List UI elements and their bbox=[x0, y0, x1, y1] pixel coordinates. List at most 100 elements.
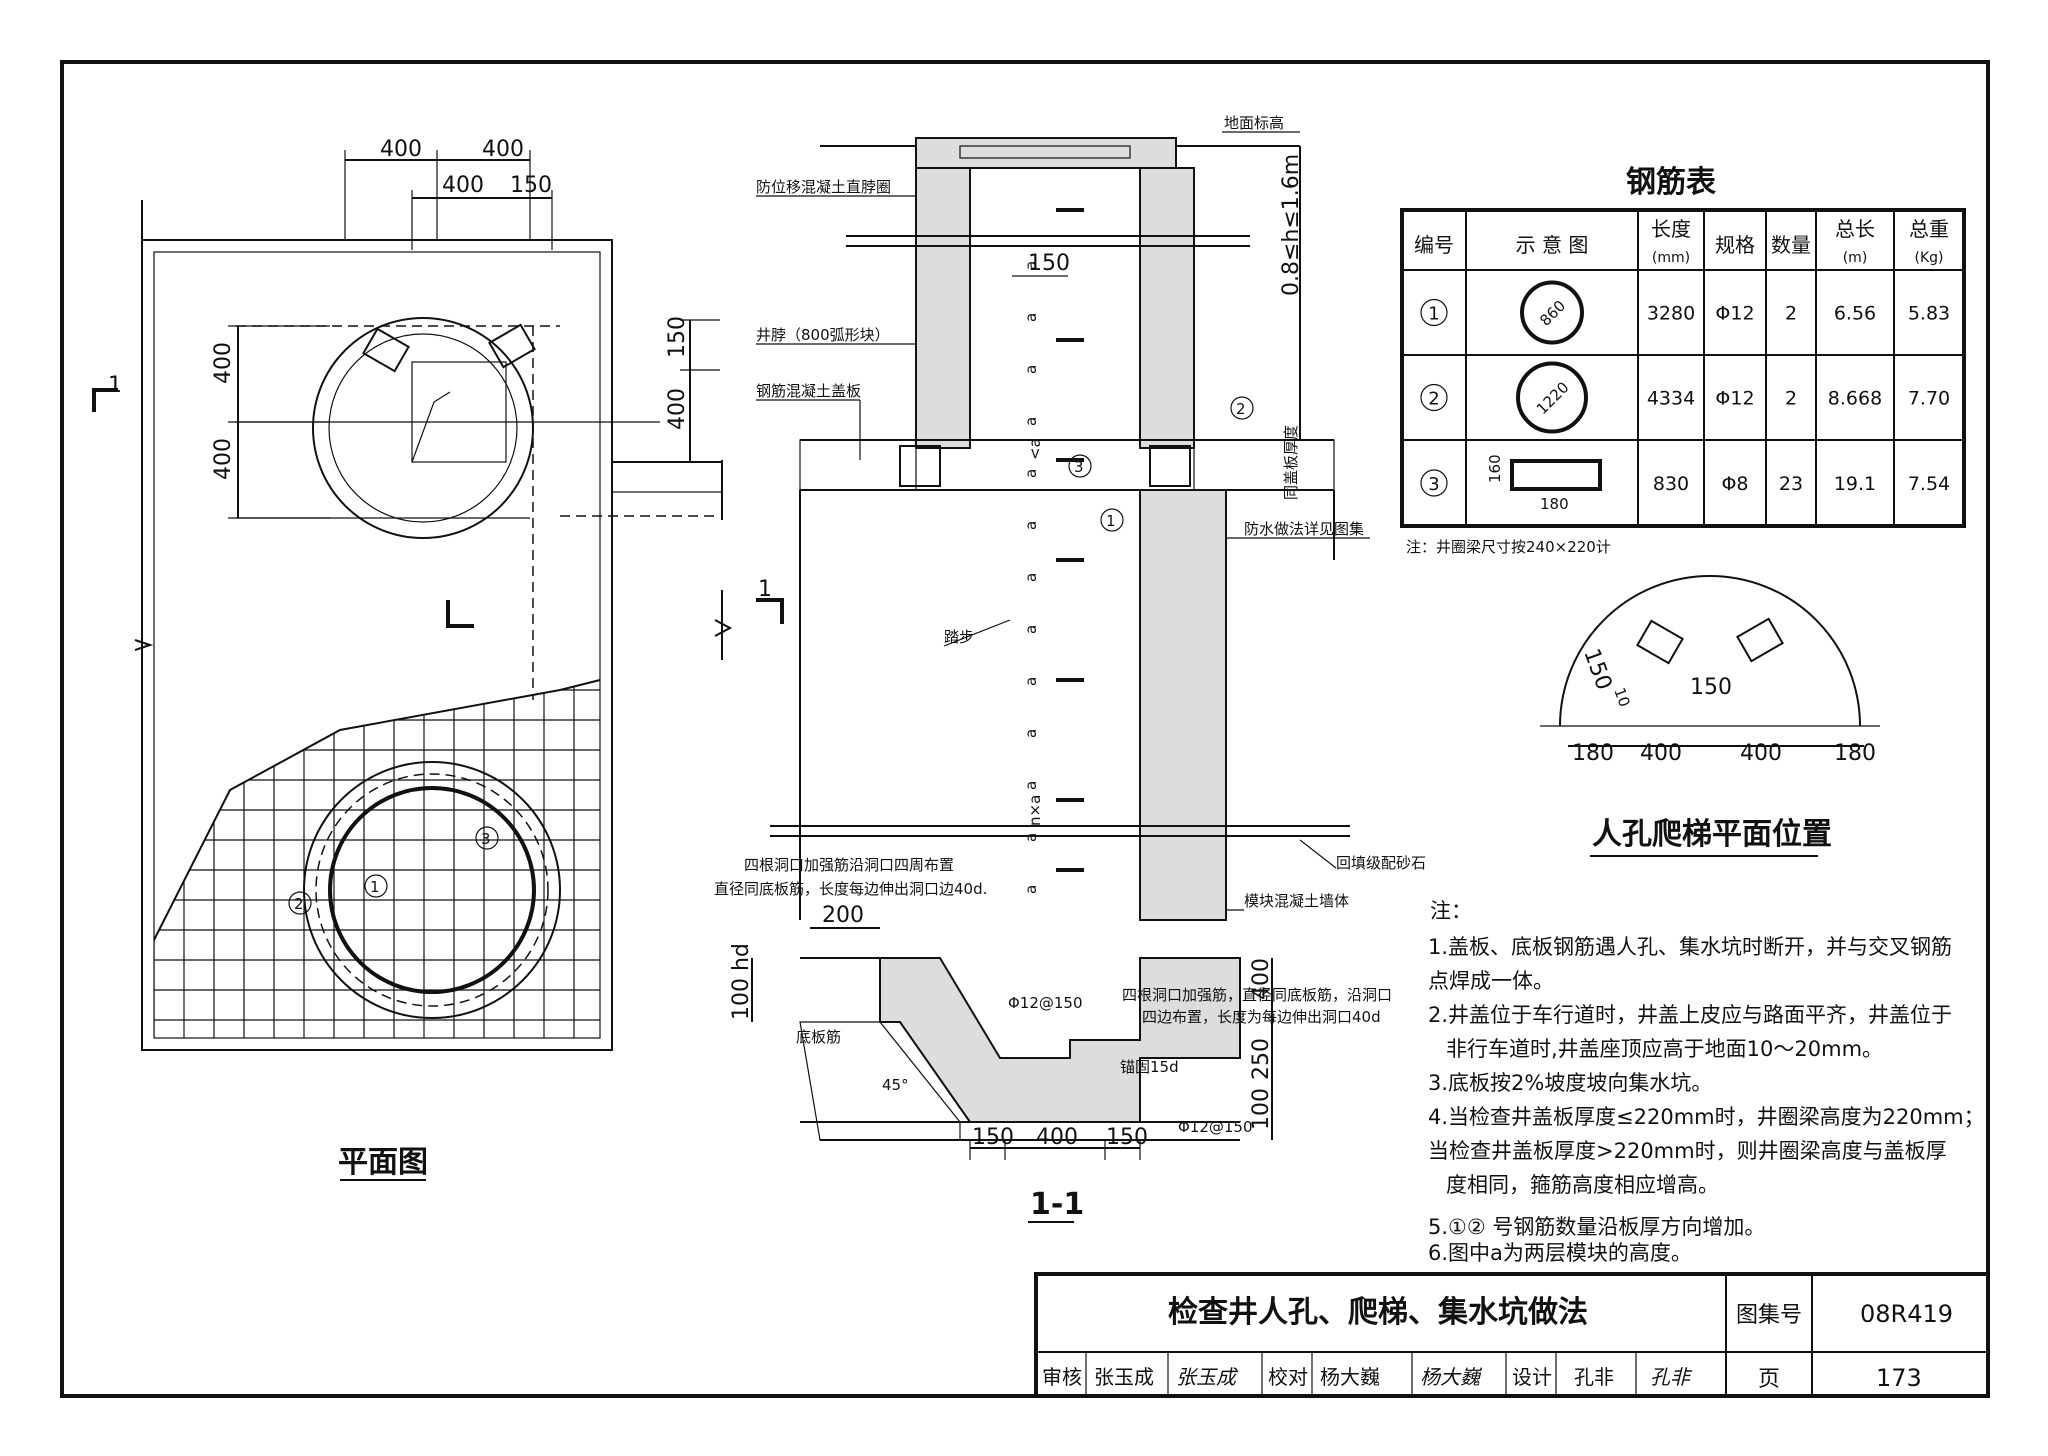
step-pitch-a: a bbox=[1022, 365, 1040, 374]
step-pitch-a: a bbox=[1022, 677, 1040, 686]
plan-title: 平面图 bbox=[338, 1145, 428, 1180]
table-header-1: 示 意 图 bbox=[1516, 233, 1589, 257]
plan-callout-2 bbox=[288, 891, 312, 915]
section-callout-1 bbox=[1100, 508, 1124, 532]
title-block-designer: 孔非 bbox=[1574, 1365, 1614, 1389]
notes-line-9: 5.①② 号钢筋数量沿板厚方向增加。 bbox=[1428, 1215, 1765, 1239]
table-cell-length: 830 bbox=[1653, 473, 1689, 495]
title-block-reviewer: 张玉成 bbox=[1094, 1365, 1154, 1389]
svg-text:2: 2 bbox=[1236, 400, 1246, 418]
title-block-page-no: 173 bbox=[1876, 1364, 1922, 1392]
section-callout-2 bbox=[1230, 396, 1254, 420]
notes-line-7: 当检查井盖板厚度>220mm时，则井圈梁高度与盖板厚 bbox=[1428, 1139, 1947, 1163]
section-height-range: 0.8≤h≤1.6m bbox=[1279, 154, 1304, 296]
table-cell-total_wt: 7.54 bbox=[1908, 473, 1950, 495]
plan-manhole-outer bbox=[312, 317, 534, 539]
plan-callout-1 bbox=[364, 874, 388, 898]
sheet-border bbox=[60, 60, 1990, 1398]
plan-pit-inner bbox=[328, 786, 536, 994]
plan-view: 400 400 400 150 400 400 150 400 1 bbox=[92, 137, 733, 1181]
section-label-collar: 防位移混凝土直脖圈 bbox=[756, 178, 891, 196]
step-pitch-a: a bbox=[1022, 781, 1040, 790]
section-step-pitch-lt: <a bbox=[1026, 438, 1044, 460]
table-cell-spec: Φ12 bbox=[1715, 303, 1754, 325]
plan-dim-left-1: 400 bbox=[211, 342, 236, 384]
title-block-check-label: 校对 bbox=[1268, 1365, 1308, 1389]
table-cell-total_len: 19.1 bbox=[1834, 473, 1876, 495]
table-cell-spec: Φ8 bbox=[1721, 473, 1748, 495]
table-cell-total_len: 6.56 bbox=[1834, 303, 1876, 325]
section-dim-d250: 250 bbox=[1249, 1038, 1274, 1080]
section-title: 1-1 bbox=[1030, 1187, 1084, 1222]
table-header-0: 编号 bbox=[1414, 233, 1454, 257]
plan-manhole-inner bbox=[328, 333, 518, 523]
section-dim-top150: 150 bbox=[1028, 251, 1070, 276]
title-block: 检查井人孔、爬梯、集水坑做法 图集号 08R419 页 173 审核 张玉成 张… bbox=[1034, 1272, 1990, 1398]
step-pitch-a: a bbox=[1022, 729, 1040, 738]
notes-heading: 注： bbox=[1430, 899, 1472, 923]
section-opening2-note-1: 四根洞口加强筋，直径同底板筋，沿洞口 bbox=[1122, 986, 1392, 1004]
table-cell-total_len: 8.668 bbox=[1828, 388, 1882, 410]
table-cell-total_wt: 5.83 bbox=[1908, 303, 1950, 325]
section-dim-hd: 100 hd bbox=[729, 943, 754, 1020]
table-cell-length: 3280 bbox=[1647, 303, 1695, 325]
section-ring-beam-right bbox=[1149, 445, 1191, 487]
section-label-bottom-bar: 底板筋 bbox=[796, 1028, 841, 1046]
section-dim-d100: 100 bbox=[1249, 1088, 1274, 1130]
plan-dim-left-2: 400 bbox=[211, 438, 236, 480]
section-opening-note-2: 直径同底板筋，长度每边伸出洞口边40d. bbox=[714, 880, 987, 898]
table-header-unit-5: (m) bbox=[1843, 250, 1868, 266]
ladder-dim-10: 10 bbox=[1610, 685, 1633, 709]
ladder-dim-150: 150 bbox=[1690, 675, 1732, 700]
table-header-unit-2: (mm) bbox=[1652, 250, 1690, 266]
table-cell-total_wt: 7.70 bbox=[1908, 388, 1950, 410]
title-block-review-label: 审核 bbox=[1042, 1365, 1082, 1389]
notes: 注： 1.盖板、底板钢筋遇人孔、集水坑时断开，并与交叉钢筋 点焊成一体。 2.井… bbox=[1428, 899, 1985, 1265]
svg-text:3: 3 bbox=[481, 830, 491, 848]
plan-dim-right-2: 400 bbox=[665, 388, 690, 430]
plan-slab-inner bbox=[153, 251, 601, 1039]
plan-dim-top-2: 400 bbox=[482, 137, 524, 162]
step-pitch-a: a bbox=[1022, 625, 1040, 634]
ladder-dim-2: 400 bbox=[1640, 741, 1682, 766]
step-pitch-a: a bbox=[1022, 261, 1040, 270]
section-mark: 1 bbox=[758, 577, 772, 602]
table-shape-label-2: 180 bbox=[1540, 495, 1569, 513]
title-block-page-label: 页 bbox=[1758, 1367, 1780, 1392]
section-dim-d400: 400 bbox=[1249, 958, 1274, 1000]
table-header-5: 总长 bbox=[1835, 217, 1875, 241]
step-pitch-a: a bbox=[1022, 313, 1040, 322]
title-block-title: 检查井人孔、爬梯、集水坑做法 bbox=[1168, 1295, 1588, 1330]
notes-line-2: 点焊成一体。 bbox=[1428, 969, 1554, 993]
table-header-unit-6: (Kg) bbox=[1915, 250, 1944, 266]
rebar-table-title: 钢筋表 bbox=[1626, 165, 1716, 200]
plan-slab-outer bbox=[141, 239, 613, 1051]
section-dim-400: 400 bbox=[1036, 1125, 1078, 1150]
table-header-2: 长度 bbox=[1651, 217, 1691, 241]
title-block-atlas-no: 08R419 bbox=[1860, 1300, 1953, 1328]
plan-callout-3 bbox=[475, 826, 499, 850]
ladder-dim-1: 180 bbox=[1572, 741, 1614, 766]
notes-line-10: 6.图中a为两层模块的高度。 bbox=[1428, 1241, 1692, 1265]
table-row-no: 3 bbox=[1428, 474, 1439, 495]
section-label-cover-slab: 钢筋混凝土盖板 bbox=[756, 382, 861, 400]
plan-dim-top-4: 150 bbox=[510, 173, 552, 198]
section-step-pitch-n: n×a bbox=[1026, 795, 1044, 826]
section-label-ground: 地面标高 bbox=[1224, 114, 1284, 132]
plan-dim-top-3: 400 bbox=[442, 173, 484, 198]
ladder-title: 人孔爬梯平面位置 bbox=[1592, 817, 1832, 852]
section-label-step: 踏步 bbox=[944, 628, 974, 646]
table-shape-label: 860 bbox=[1536, 297, 1569, 330]
plan-section-mark-top: 1 bbox=[108, 373, 122, 398]
svg-text:1: 1 bbox=[1106, 512, 1116, 530]
section-dim-200: 200 bbox=[822, 903, 864, 928]
section-dim-150b: 150 bbox=[1106, 1125, 1148, 1150]
section-label-waterproof: 防水做法详见图集 bbox=[1244, 520, 1364, 538]
title-block-design-label: 设计 bbox=[1512, 1365, 1552, 1389]
table-cell-qty: 23 bbox=[1779, 473, 1803, 495]
plan-dim-top-1: 400 bbox=[380, 137, 422, 162]
table-shape-label: 1220 bbox=[1533, 378, 1573, 418]
